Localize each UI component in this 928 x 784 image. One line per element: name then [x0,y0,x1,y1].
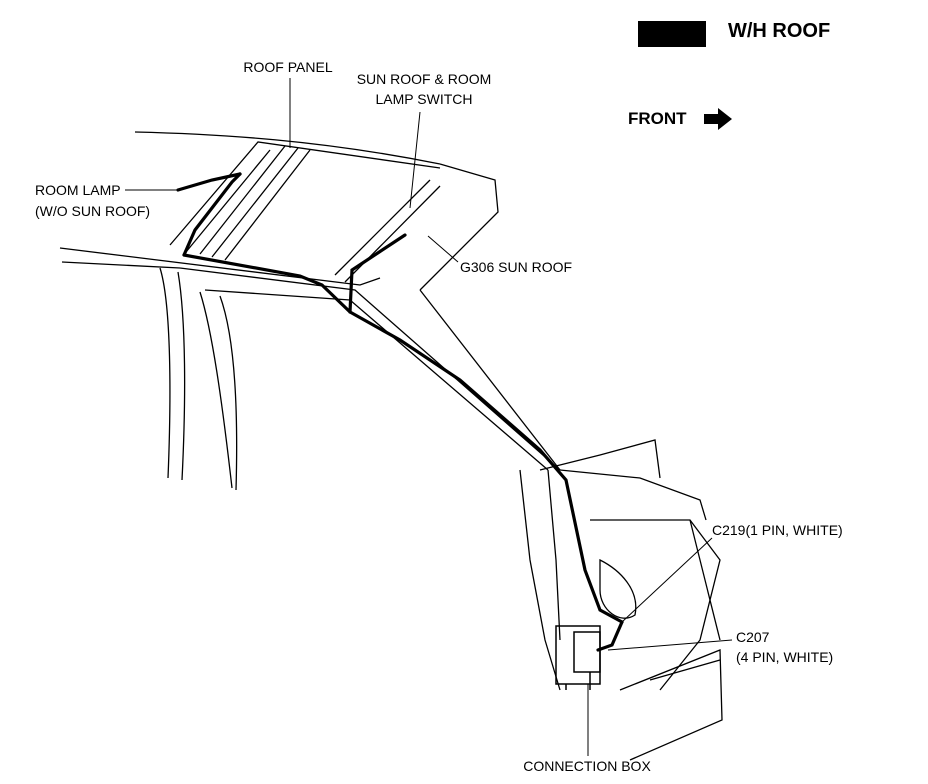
sunroof-switch-label-2: LAMP SWITCH [375,91,473,107]
room-lamp-label-1: ROOM LAMP [35,182,121,198]
front-label: FRONT [628,109,687,128]
legend-label: W/H ROOF [728,20,831,42]
c219-label: C219(1 PIN, WHITE) [712,522,843,538]
roof-panel-label: ROOF PANEL [243,59,333,75]
c207-label-1: C207 [736,629,770,645]
roof-harness [176,172,624,652]
legend-swatch [638,21,706,47]
room-lamp-label-2: (W/O SUN ROOF) [35,203,151,219]
c207-label-2: (4 PIN, WHITE) [736,649,834,665]
g306-label: G306 SUN ROOF [460,259,573,275]
right-arrow-icon [704,108,732,130]
connection-box-label: CONNECTION BOX [523,758,651,774]
leader-lines [125,78,733,756]
connection-box-shape [555,625,601,690]
sunroof-switch-label-1: SUN ROOF & ROOM [356,71,492,87]
roof-structure [59,131,723,761]
